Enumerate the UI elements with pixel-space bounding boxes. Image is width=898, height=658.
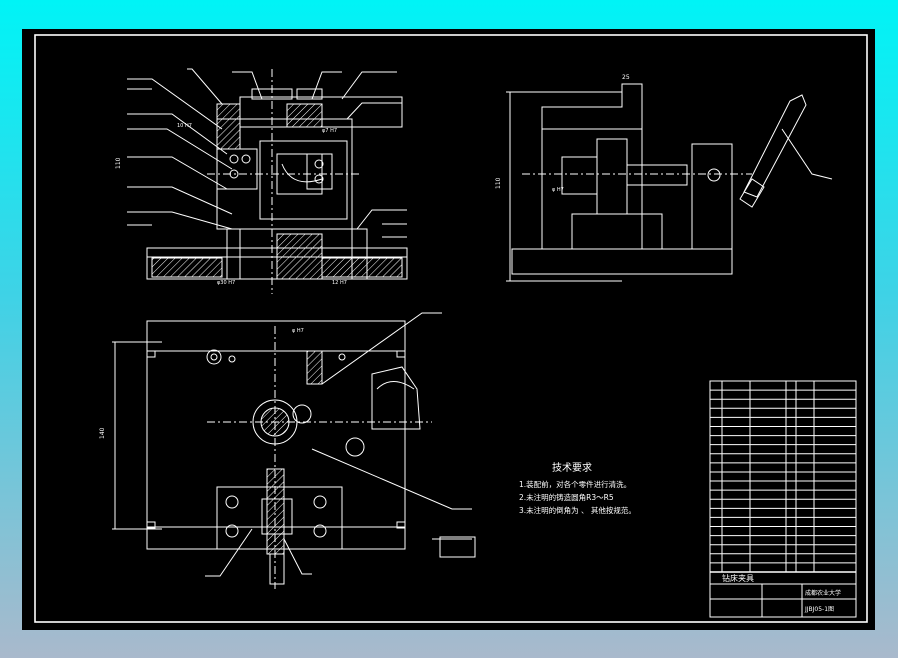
front-section-view: 10 H7 φ7 H7 φ30 H7 12 H7 110 (115, 68, 408, 294)
side-height-dim: 110 (495, 177, 502, 189)
front-height-dim: 110 (115, 157, 122, 169)
svg-text:12 H7: 12 H7 (332, 280, 347, 286)
technical-notes: 技术要求 1.装配前，对各个零件进行清洗。 2.未注明的铸造圆角R3～R5 3.… (519, 461, 636, 515)
svg-text:10 H7: 10 H7 (177, 123, 192, 129)
drawing-sheet: 10 H7 φ7 H7 φ30 H7 12 H7 110 110 25 φ H7… (22, 29, 875, 630)
svg-text:φ7 H7: φ7 H7 (322, 128, 337, 134)
notes-item-3: 3.未注明的倒角为 、 其他按规范。 (519, 505, 636, 515)
side-view: 110 25 φ H7 (495, 74, 833, 282)
title-block-name: 钻床夹具 (722, 573, 754, 583)
title-block-school: 成都农业大学 (805, 589, 841, 597)
notes-item-1: 1.装配前，对各个零件进行清洗。 (519, 479, 631, 489)
title-block-drawing-no: JJBJ05-1图 (804, 606, 834, 613)
cad-drawing: 10 H7 φ7 H7 φ30 H7 12 H7 110 110 25 φ H7… (34, 34, 868, 623)
parts-list: 钻床夹具 成都农业大学 JJBJ05-1图 (709, 380, 857, 618)
notes-title: 技术要求 (552, 461, 592, 474)
svg-text:φ H7: φ H7 (552, 187, 564, 193)
top-dim: 25 (622, 74, 630, 81)
plan-height-dim: 140 (99, 427, 106, 439)
outer-frame (34, 34, 868, 623)
svg-text:φ30 H7: φ30 H7 (217, 280, 235, 286)
plan-view: 140 φ H7 (99, 312, 476, 589)
svg-text:φ H7: φ H7 (292, 328, 304, 334)
notes-item-2: 2.未注明的铸造圆角R3～R5 (519, 492, 614, 502)
